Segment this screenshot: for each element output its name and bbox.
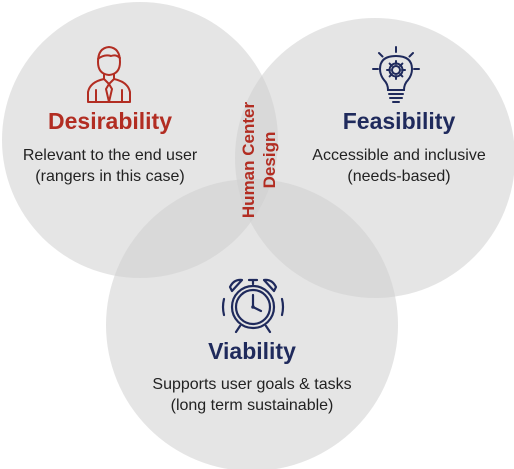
viability-title: Viability: [208, 338, 296, 364]
viability-description: Supports user goals & tasks (long term s…: [152, 374, 351, 416]
center-line-2: Design: [260, 131, 279, 189]
feasibility-title: Feasibility: [342, 108, 456, 134]
viability-line-1: Supports user goals & tasks: [152, 376, 352, 393]
desirability-title: Desirability: [48, 108, 172, 134]
lightbulb-gear-icon: [372, 46, 420, 103]
feasibility-line-1: Accessible and inclusive: [312, 147, 486, 164]
desirability-line-2: (rangers in this case): [35, 168, 185, 185]
desirability-description: Relevant to the end user (rangers in thi…: [23, 145, 197, 187]
feasibility-line-2: (needs-based): [347, 168, 451, 185]
desirability-line-1: Relevant to the end user: [22, 147, 198, 164]
viability-line-2: (long term sustainable): [170, 397, 334, 414]
user-person-icon: [87, 46, 131, 103]
alarm-clock-icon: [221, 278, 285, 334]
center-line-1: Human Center: [239, 101, 258, 219]
feasibility-description: Accessible and inclusive (needs-based): [312, 145, 485, 187]
